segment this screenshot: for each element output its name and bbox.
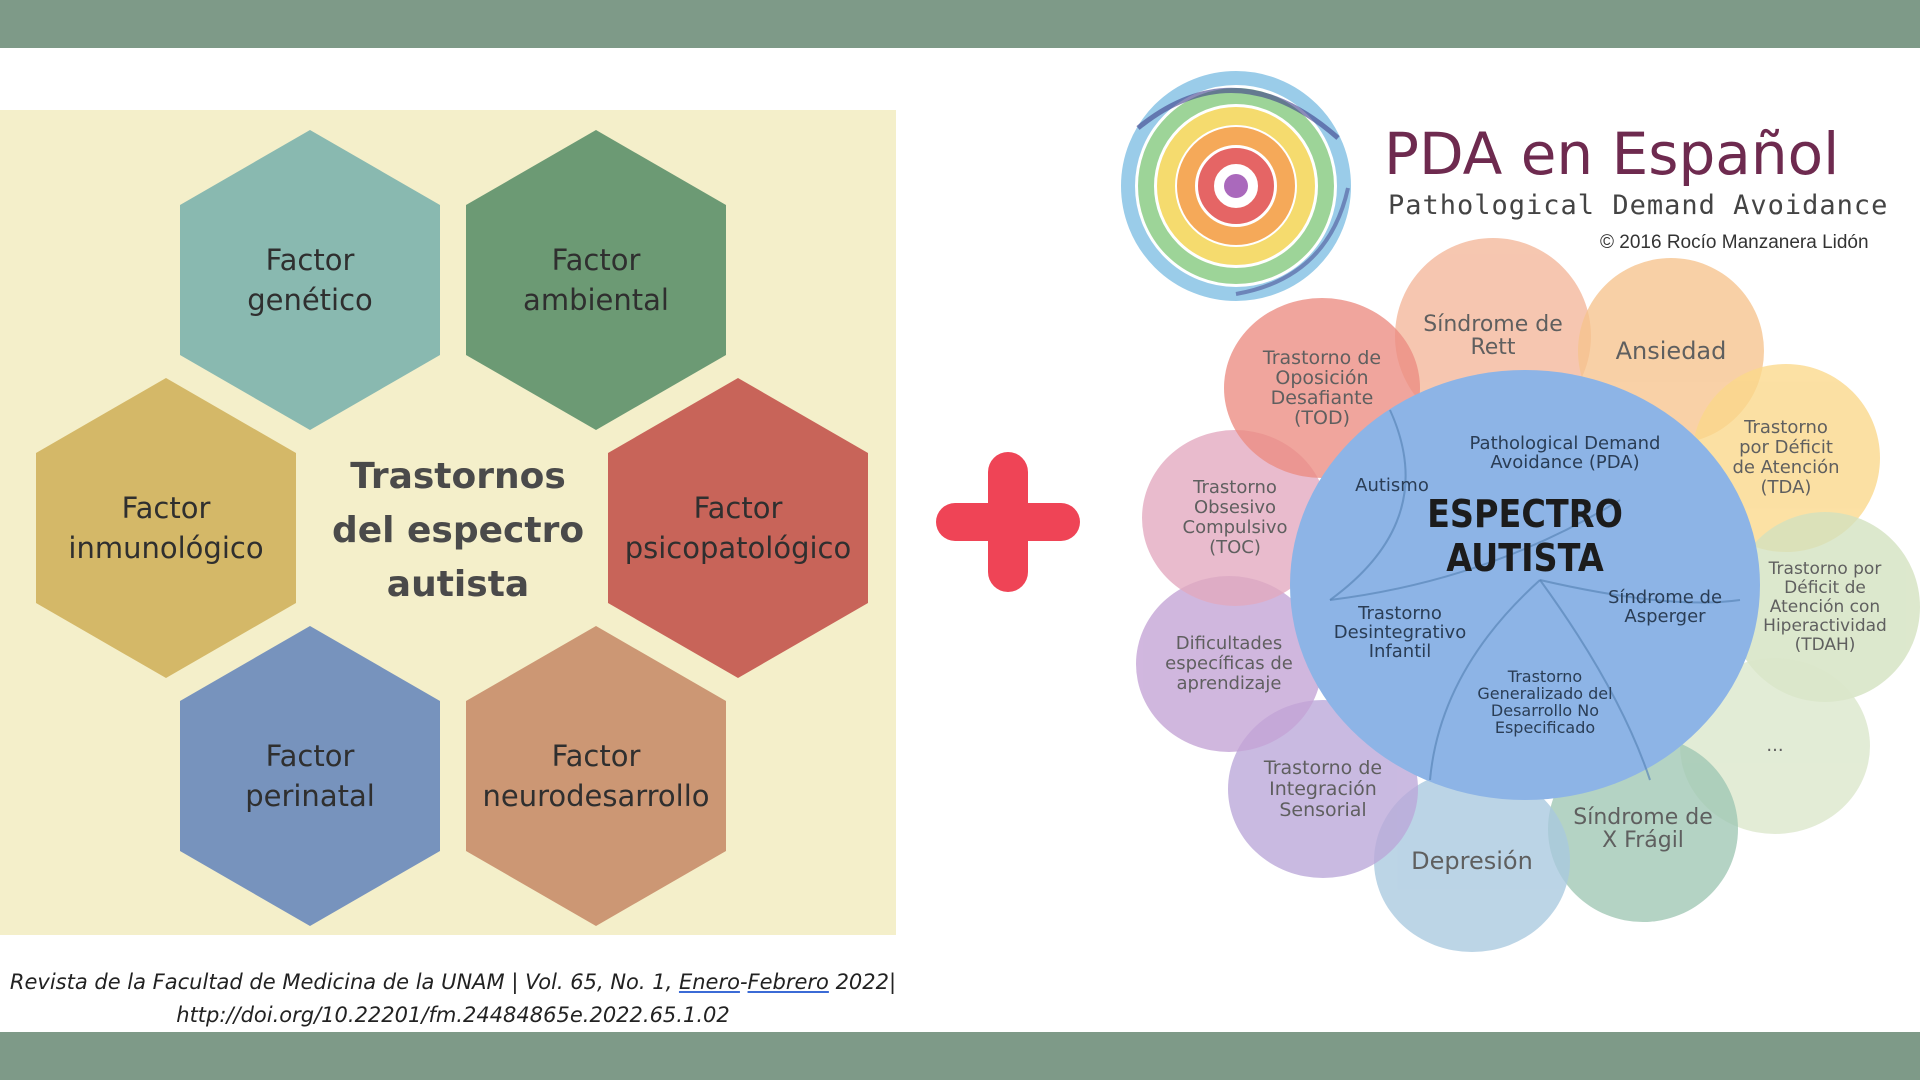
bubble-label: Síndrome de Rett	[1423, 312, 1563, 360]
bubble-tod: Trastorno de Oposición Desafiante (TOD)	[1224, 298, 1420, 478]
bubble-label: ...	[1766, 735, 1784, 756]
hex-factor-inmunologico: Factor inmunológico	[36, 378, 296, 678]
bubble-label: Dificultades específicas de aprendizaje	[1165, 633, 1293, 694]
bubble-label: Trastorno por Déficit de Atención (TDA)	[1732, 417, 1840, 498]
subtype-autismo: Autismo	[1355, 475, 1429, 496]
left-panel: Factor genético Factor ambiental Factor …	[0, 110, 896, 935]
citation-line-1: Revista de la Facultad de Medicina de la…	[0, 966, 906, 999]
pda-copyright: © 2016 Rocío Manzanera Lidón	[1600, 232, 1869, 253]
subtype-desintegrativo: Trastorno Desintegrativo Infantil	[1333, 603, 1467, 662]
hex-factor-perinatal: Factor perinatal	[180, 626, 440, 926]
subtype-pda: Pathological Demand Avoidance (PDA)	[1469, 433, 1661, 473]
left-center-title: Trastornos del espectro autista	[331, 456, 585, 605]
citation-separator: -	[739, 970, 748, 994]
bottom-band	[0, 1032, 1920, 1080]
plus-icon	[936, 452, 1080, 592]
rainbow-swirl-logo	[1121, 71, 1351, 301]
hex-factor-genetico: Factor genético	[180, 130, 440, 430]
bubble-depresion: Depresión	[1374, 770, 1570, 952]
hex-label: Factor genético	[247, 243, 373, 317]
hex-label: Factor neurodesarrollo	[482, 739, 710, 813]
bubble-label: Trastorno de Oposición Desafiante (TOD)	[1262, 347, 1382, 429]
citation: Revista de la Facultad de Medicina de la…	[0, 966, 906, 1032]
bubble-label: Trastorno de Integración Sensorial	[1263, 756, 1383, 821]
hex-label: Factor psicopatológico	[624, 491, 852, 565]
top-band	[0, 0, 1920, 48]
citation-month-end: Febrero	[747, 970, 829, 994]
citation-text: Revista de la Facultad de Medicina de la…	[9, 970, 679, 994]
pda-subtitle: Pathological Demand Avoidance	[1388, 190, 1889, 221]
hex-factor-ambiental: Factor ambiental	[466, 130, 726, 430]
bubble-label: Trastorno por Déficit de Atención con Hi…	[1763, 558, 1887, 655]
citation-doi: http://doi.org/10.22201/fm.24484865e.202…	[176, 1003, 730, 1027]
hex-label: Factor ambiental	[523, 243, 669, 317]
bubble-label: Síndrome de X Frágil	[1573, 805, 1713, 853]
hex-factor-psicopatologico: Factor psicopatológico	[608, 378, 868, 678]
hex-label: Factor inmunológico	[68, 491, 264, 565]
bubble-label: Depresión	[1411, 847, 1533, 875]
citation-month-start: Enero	[678, 970, 740, 994]
spectrum-circle	[1290, 370, 1760, 800]
pda-title: PDA en Español	[1384, 120, 1840, 188]
bubble-label: Ansiedad	[1615, 337, 1727, 365]
citation-year: 2022|	[828, 970, 897, 994]
subtype-asperger: Síndrome de Asperger	[1607, 587, 1723, 627]
bubble-label: Trastorno Obsesivo Compulsivo (TOC)	[1182, 477, 1288, 558]
spectrum-divider-lines	[1329, 409, 1741, 781]
subtype-tgd-ne: Trastorno Generalizado del Desarrollo No…	[1477, 667, 1613, 737]
hex-factor-neurodesarrollo: Factor neurodesarrollo	[466, 626, 726, 926]
plus-vertical-bar	[988, 452, 1028, 592]
hex-label: Factor perinatal	[245, 739, 375, 813]
spectrum-title: ESPECTRO AUTISTA	[1427, 492, 1623, 580]
